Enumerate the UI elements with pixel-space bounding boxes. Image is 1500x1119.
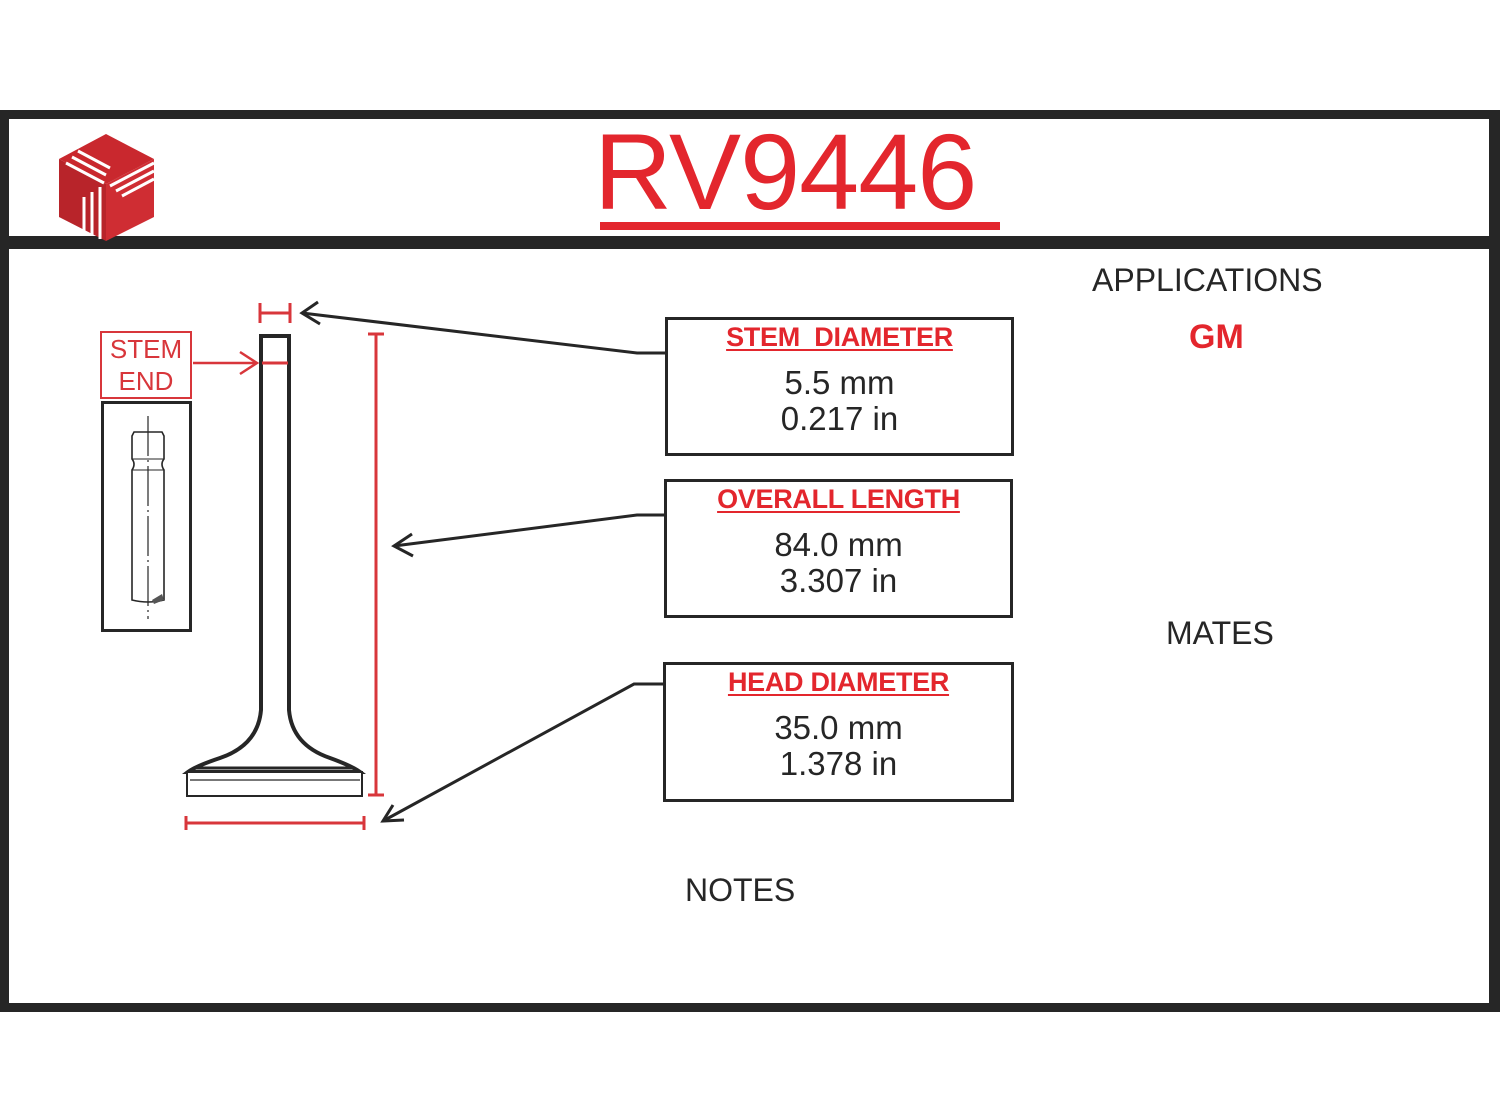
stem-end-label-line1: STEM <box>109 334 183 364</box>
notes-heading: NOTES <box>685 872 796 908</box>
red-cube-logo-icon <box>59 134 155 241</box>
stem-end-label: STEM END <box>100 331 192 399</box>
spec-label: OVERALL LENGTH <box>717 484 960 514</box>
part-number-title: RV9446 <box>594 111 977 232</box>
application-value: GM <box>1189 318 1244 356</box>
spec-value-metric: 84.0 mm <box>774 526 903 563</box>
spec-value-metric: 5.5 mm <box>784 364 895 401</box>
stem-end-label-line2: END <box>118 366 174 396</box>
spec-label: STEM DIAMETER <box>726 322 953 352</box>
spec-box-head-diameter: HEAD DIAMETER 35.0 mm 1.378 in <box>663 662 1014 802</box>
spec-box-overall-length: OVERALL LENGTH 84.0 mm 3.307 in <box>664 479 1013 618</box>
header-bar: RV9446 <box>9 115 1489 249</box>
stem-end-detail-box <box>101 401 192 632</box>
spec-label: HEAD DIAMETER <box>727 667 950 697</box>
spec-value-imperial: 1.378 in <box>779 745 898 782</box>
spec-box-stem-diameter: STEM DIAMETER 5.5 mm 0.217 in <box>665 317 1014 456</box>
applications-heading: APPLICATIONS <box>1092 262 1323 298</box>
spec-value-metric: 35.0 mm <box>774 709 903 746</box>
stem-end-detail-icon <box>131 416 165 619</box>
spec-value-imperial: 3.307 in <box>779 562 898 599</box>
spec-value-imperial: 0.217 in <box>780 400 899 437</box>
mates-heading: MATES <box>1166 615 1274 651</box>
title-underline <box>600 222 1000 230</box>
